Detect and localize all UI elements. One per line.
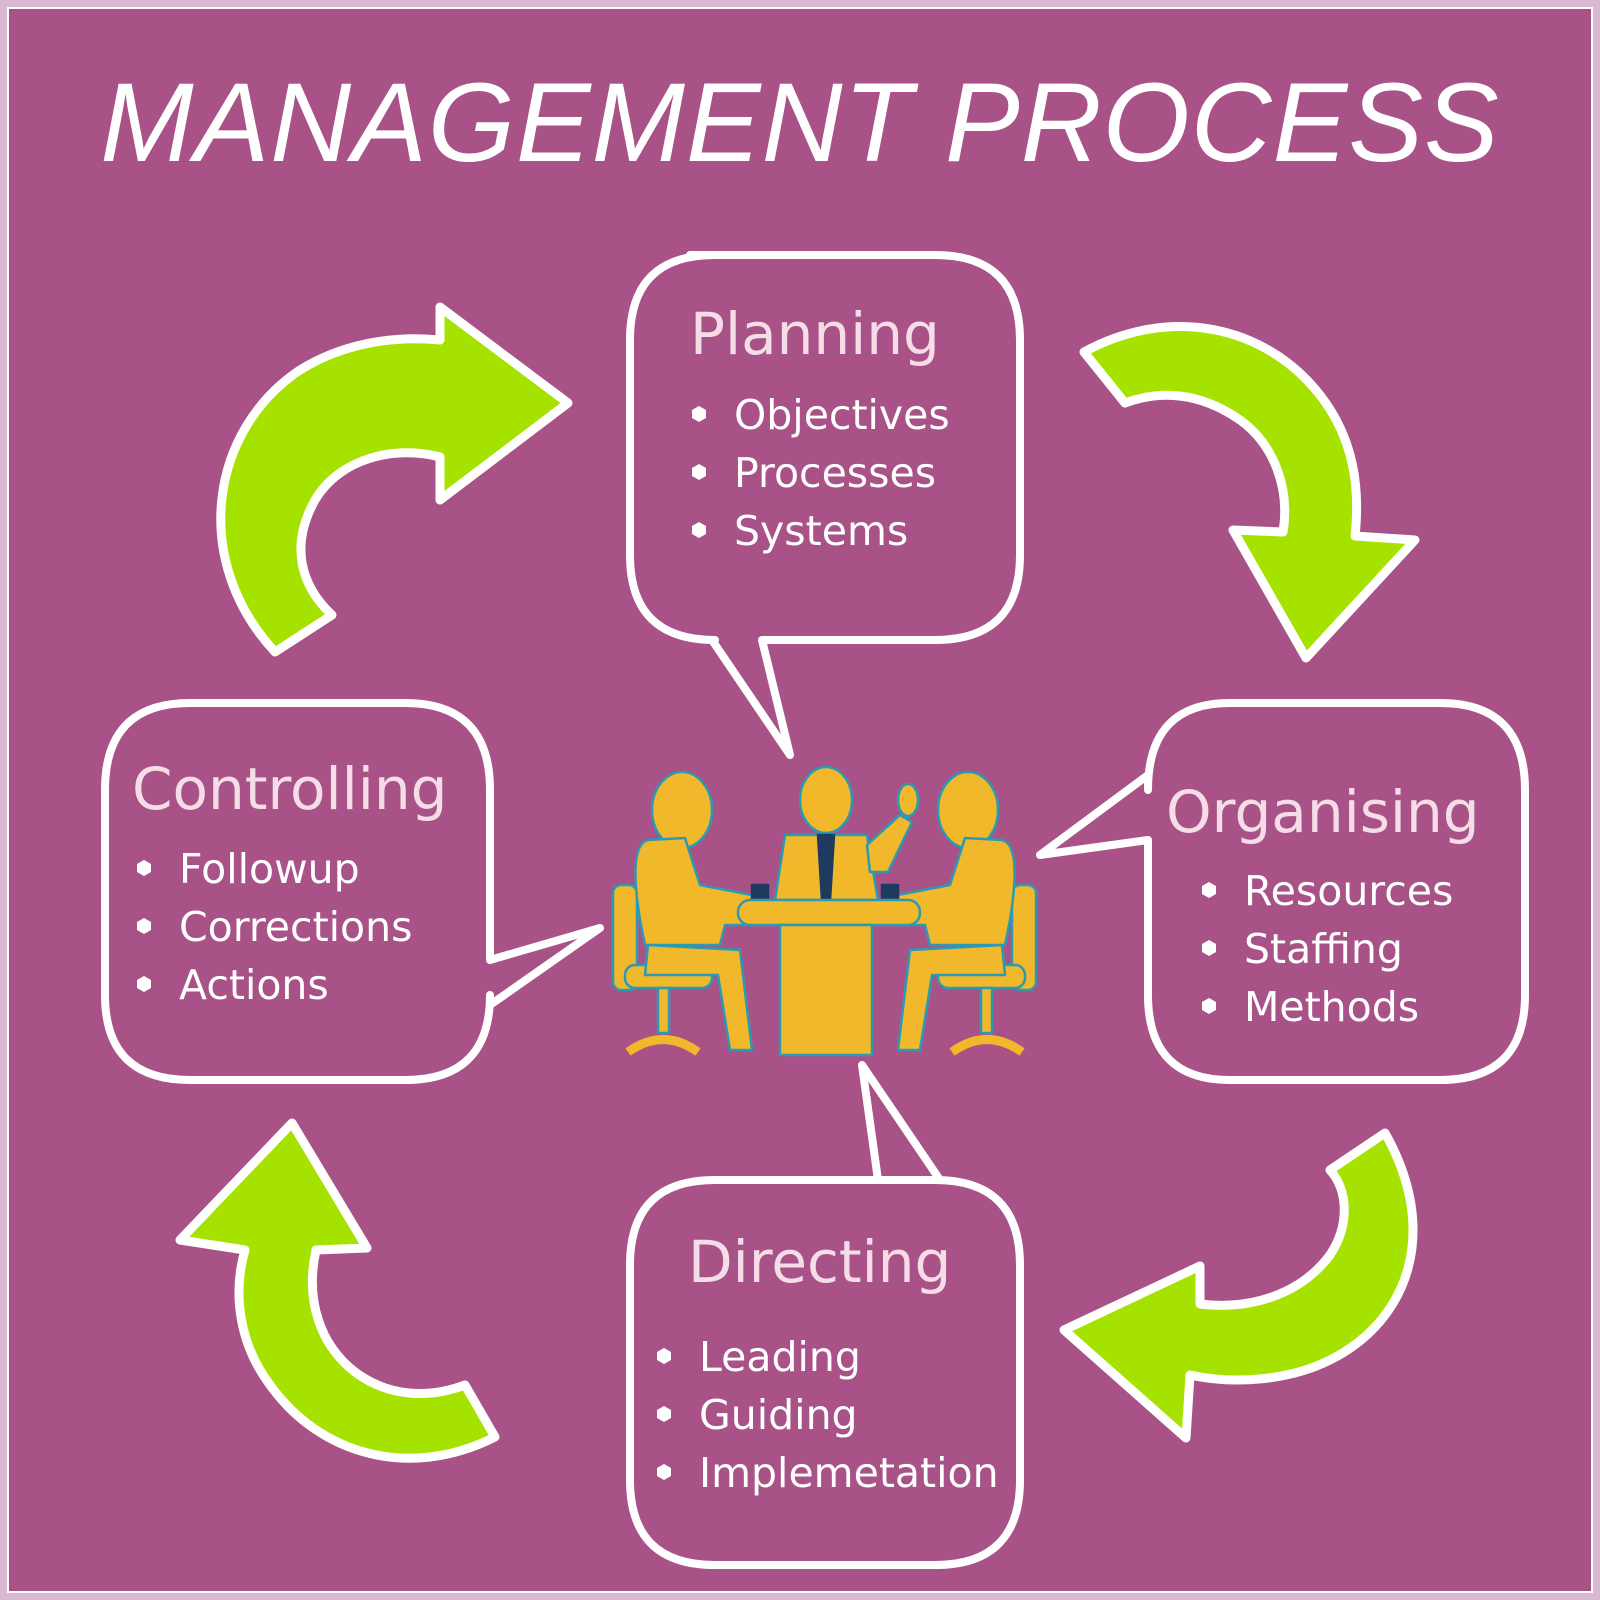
list-item: Leading <box>655 1328 999 1386</box>
organising-title: Organising <box>1166 778 1480 846</box>
list-item: Methods <box>1200 978 1453 1036</box>
directing-items: Leading Guiding Implemetation <box>655 1328 999 1502</box>
planning-bubble <box>626 251 1024 759</box>
item-label: Systems <box>734 507 909 555</box>
hexagon-bullet-icon <box>692 406 706 422</box>
list-item: Objectives <box>690 386 950 444</box>
list-item: Implemetation <box>655 1444 999 1502</box>
page-title: MANAGEMENT PROCESS <box>100 60 1500 185</box>
directing-title: Directing <box>688 1228 952 1296</box>
item-label: Implemetation <box>699 1449 999 1497</box>
list-item: Systems <box>690 502 950 560</box>
hexagon-bullet-icon <box>1202 998 1216 1014</box>
curved-arrow-icon-top-left <box>216 302 573 657</box>
planning-title: Planning <box>690 300 940 368</box>
right-person <box>880 770 1016 1052</box>
business-meeting-icon <box>611 765 1038 1057</box>
controlling-title: Controlling <box>132 755 448 823</box>
hexagon-bullet-icon <box>657 1348 671 1364</box>
organising-bubble <box>1036 699 1529 1084</box>
list-item: Staffing <box>1200 920 1453 978</box>
hexagon-bullet-icon <box>137 860 151 876</box>
item-label: Objectives <box>734 391 950 439</box>
item-label: Methods <box>1244 983 1420 1031</box>
item-label: Corrections <box>179 903 413 951</box>
list-item: Resources <box>1200 862 1453 920</box>
item-label: Guiding <box>699 1391 858 1439</box>
directing-bubble <box>626 1061 1024 1569</box>
hexagon-bullet-icon <box>1202 940 1216 956</box>
item-label: Followup <box>179 845 360 893</box>
item-label: Staffing <box>1244 925 1403 973</box>
curved-arrow-icon-bottom-right <box>1059 1128 1418 1443</box>
hexagon-bullet-icon <box>657 1464 671 1480</box>
organising-items: Resources Staffing Methods <box>1200 862 1453 1036</box>
center-person <box>773 765 920 902</box>
curved-arrow-icon-bottom-left <box>175 1118 500 1463</box>
hexagon-bullet-icon <box>1202 882 1216 898</box>
item-label: Processes <box>734 449 937 497</box>
list-item: Followup <box>135 840 412 898</box>
planning-items: Objectives Processes Systems <box>690 386 950 560</box>
item-label: Leading <box>699 1333 861 1381</box>
controlling-bubble <box>101 699 604 1084</box>
hexagon-bullet-icon <box>692 522 706 538</box>
hexagon-bullet-icon <box>137 976 151 992</box>
item-label: Resources <box>1244 867 1454 915</box>
list-item: Corrections <box>135 898 412 956</box>
controlling-items: Followup Corrections Actions <box>135 840 412 1014</box>
curved-arrow-icon-top-right <box>1079 322 1420 663</box>
item-label: Actions <box>179 961 329 1009</box>
hexagon-bullet-icon <box>657 1406 671 1422</box>
list-item: Processes <box>690 444 950 502</box>
meeting-table <box>736 898 922 1057</box>
list-item: Actions <box>135 956 412 1014</box>
hexagon-bullet-icon <box>692 464 706 480</box>
hexagon-bullet-icon <box>137 918 151 934</box>
left-person <box>634 770 770 1052</box>
list-item: Guiding <box>655 1386 999 1444</box>
